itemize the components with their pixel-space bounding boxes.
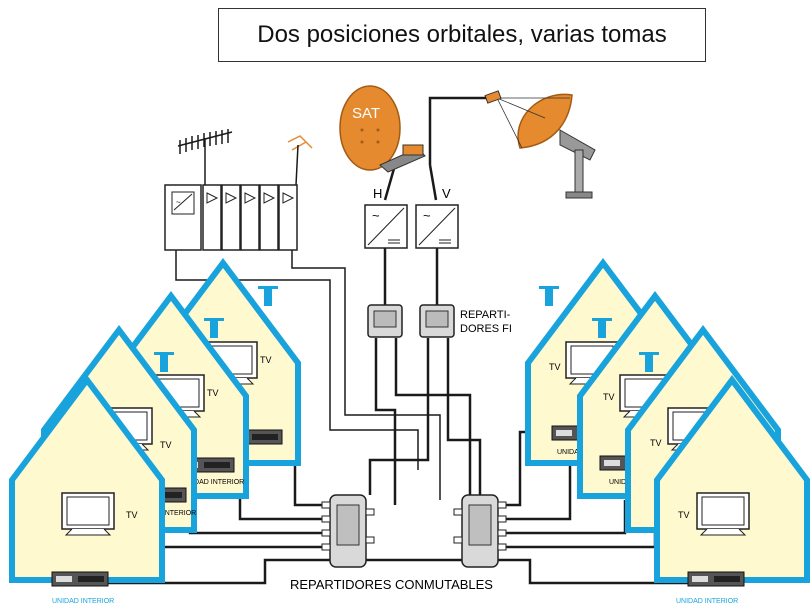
svg-text:~: ~ [176, 198, 181, 207]
label-v: V [442, 186, 451, 201]
house-left-2: TV UNIDAD INTERIOR [44, 330, 196, 530]
house-left-1: TV UNIDAD INTERIOR [12, 380, 162, 605]
sat-dish-h: SAT [339, 85, 426, 173]
tv-label: TV [260, 355, 272, 365]
tv-label: TV [678, 510, 690, 520]
tv-label: TV [126, 510, 138, 520]
sat-dish-v [428, 90, 596, 199]
receiver-label: UNIDAD INTERIOR [52, 598, 114, 605]
amplifier-module [259, 184, 279, 251]
house-left-3: TV UNIDAD INTERIOR [96, 296, 246, 496]
terrestrial-antenna [177, 129, 233, 185]
amplifier-module [221, 184, 241, 251]
tv-label: TV [549, 362, 561, 372]
switches-label: REPARTIDORES CONMUTABLES [290, 577, 493, 592]
house-left-4: TV [148, 263, 298, 463]
uhf-antenna [287, 135, 313, 186]
fi-splitters-label-1: REPARTI- [460, 309, 511, 321]
multiswitch-right [453, 494, 507, 568]
amplifier-module [240, 184, 260, 251]
label-h: H [373, 186, 382, 201]
fi-splitters-label-2: DORES FI [460, 323, 512, 335]
house-right-2: TV [628, 330, 778, 530]
cable-network [105, 164, 688, 585]
svg-text:~: ~ [423, 208, 431, 223]
converter-h: ~ [364, 204, 408, 249]
receiver-label: UNIDAD INTERIOR [182, 479, 244, 486]
diagram-title: Dos posiciones orbitales, varias tomas [218, 8, 706, 62]
house-right-1: TV UNIDAD INTERIOR [657, 380, 807, 605]
fi-splitter-v [419, 304, 455, 338]
amplifier-module [202, 184, 222, 251]
amplifier-rack: ~ [164, 184, 298, 251]
receiver-label: UNIDAD INTERIOR [676, 598, 738, 605]
converter-v: ~ [415, 204, 459, 249]
multiswitch-left [321, 494, 375, 568]
tv-label: TV [603, 392, 615, 402]
fi-splitter-h [367, 304, 403, 338]
tv-label: TV [650, 438, 662, 448]
tv-label: TV [160, 440, 172, 450]
receiver-label: UNIDAD INTERIOR [134, 510, 196, 517]
tv-label: TV [207, 388, 219, 398]
svg-text:~: ~ [372, 208, 380, 223]
amplifier-module [278, 184, 298, 251]
dish-label: SAT [352, 105, 380, 122]
